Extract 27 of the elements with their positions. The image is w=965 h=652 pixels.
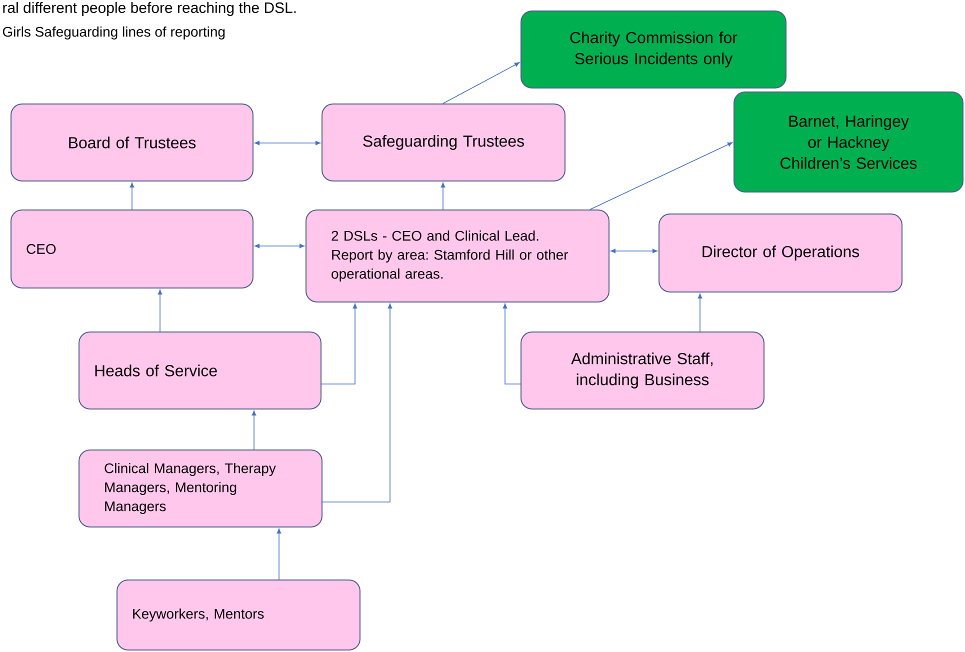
heading-text: ral different people before reaching the DSL.	[3, 2, 296, 16]
arrow	[610, 248, 658, 254]
arrow	[158, 290, 162, 332]
process-box: Safeguarding Trustees	[322, 104, 566, 182]
arrow	[276, 528, 282, 580]
process-box: Heads of Service	[78, 332, 322, 410]
process-box: CEO	[10, 210, 254, 288]
arrow	[254, 244, 304, 248]
arrow	[442, 62, 520, 104]
process-box: Administrative Staff, including Business	[520, 332, 764, 410]
arrow	[698, 294, 702, 332]
process-box: Clinical Managers, Therapy Managers, Mentoring Managers	[78, 450, 322, 528]
process-box: Charity Commission for Serious Incidents only	[520, 10, 786, 88]
process-box: Barnet, Haringey or Hackney Children’s Services	[734, 92, 964, 192]
arrow	[590, 142, 733, 210]
arrow	[502, 304, 521, 384]
arrow	[440, 182, 446, 210]
process-box: Board of Trustees	[10, 104, 254, 182]
arrow	[252, 410, 256, 450]
arrow	[254, 140, 320, 146]
process-box: Director of Operations	[658, 214, 902, 292]
process-box: 2 DSLs - CEO and Clinical Lead. Report by area: Stamford Hill or other operational areas.	[306, 210, 610, 302]
arrow	[321, 304, 358, 384]
arrow	[322, 304, 392, 502]
title: Girls Safeguarding lines of reporting	[2, 26, 225, 40]
process-box: Keyworkers, Mentors	[116, 580, 360, 650]
arrow	[130, 182, 134, 210]
